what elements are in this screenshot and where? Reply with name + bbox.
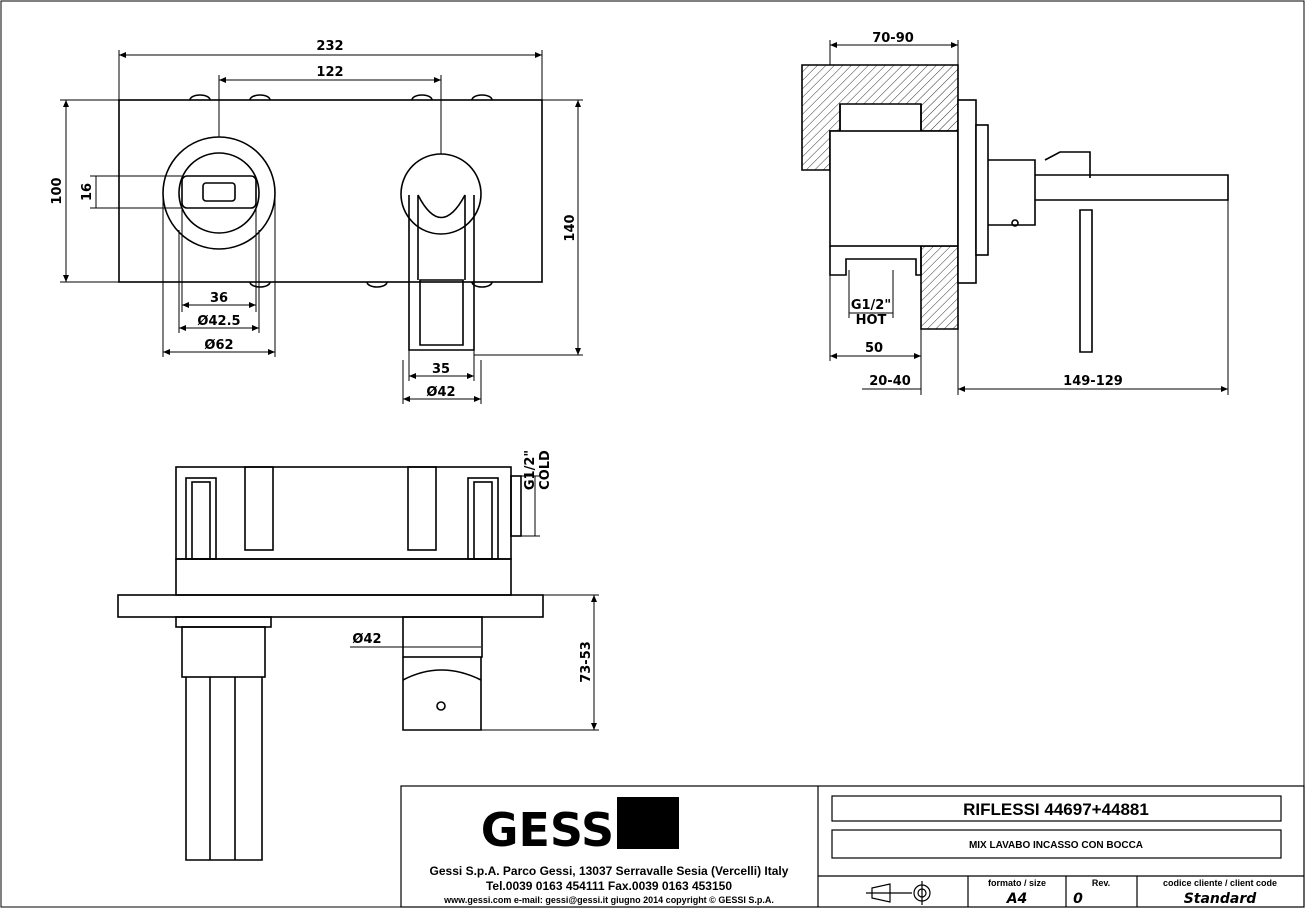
dim-20-40: 20-40 bbox=[869, 374, 911, 389]
side-view-labels: 70-90 G1/2" HOT 50 20-40 149-129 bbox=[851, 31, 1123, 389]
dim-122: 122 bbox=[316, 65, 343, 80]
front-view-dimensions bbox=[60, 50, 583, 404]
company-line: Gessi S.p.A. Parco Gessi, 13037 Serraval… bbox=[430, 864, 789, 878]
dim-g12-hot-b: HOT bbox=[856, 313, 887, 328]
dim-50: 50 bbox=[865, 341, 883, 356]
gessi-logo: GESSI bbox=[481, 803, 632, 857]
dim-top-42: Ø42 bbox=[352, 632, 381, 647]
dim-42: Ø42 bbox=[426, 385, 455, 400]
dim-232: 232 bbox=[316, 39, 343, 54]
rev-label: Rev. bbox=[1092, 878, 1110, 888]
rev-value: 0 bbox=[1073, 891, 1083, 907]
top-view bbox=[117, 466, 544, 861]
title-block-text: GESSI Gessi S.p.A. Parco Gessi, 13037 Se… bbox=[430, 800, 1277, 907]
front-plate bbox=[118, 99, 543, 283]
top-view-labels: G1/2" COLD Ø42 73-53 bbox=[352, 450, 594, 683]
web-line: www.gessi.com e-mail: gessi@gessi.it giu… bbox=[443, 895, 774, 905]
drawing-title: RIFLESSI 44697+44881 bbox=[963, 800, 1149, 819]
title-block bbox=[400, 785, 1305, 908]
dim-149-129: 149-129 bbox=[1063, 374, 1123, 389]
dim-g12-cold-b: COLD bbox=[538, 450, 553, 490]
format-label: formato / size bbox=[988, 878, 1046, 888]
side-view bbox=[801, 64, 1229, 353]
top-view-dimensions bbox=[350, 475, 599, 731]
side-view-dimensions bbox=[829, 40, 1229, 395]
dim-42-5: Ø42.5 bbox=[197, 314, 240, 329]
dim-100: 100 bbox=[50, 177, 65, 204]
dim-140: 140 bbox=[563, 214, 578, 241]
dim-36: 36 bbox=[210, 291, 228, 306]
logo-block bbox=[617, 797, 679, 849]
front-view-labels: 232 122 100 16 140 36 Ø42.5 Ø62 35 Ø42 bbox=[50, 39, 578, 400]
dim-16: 16 bbox=[80, 183, 95, 201]
dim-g12-cold-a: G1/2" bbox=[523, 450, 538, 490]
dim-70-90: 70-90 bbox=[872, 31, 914, 46]
dim-73-53: 73-53 bbox=[579, 641, 594, 683]
spout-rosette bbox=[400, 153, 482, 235]
drawing-subtitle: MIX LAVABO INCASSO CON BOCCA bbox=[969, 840, 1143, 851]
dim-g12-hot-a: G1/2" bbox=[851, 298, 891, 313]
format-value: A4 bbox=[1006, 891, 1028, 907]
dim-35: 35 bbox=[432, 362, 450, 377]
client-label: codice cliente / client code bbox=[1163, 878, 1277, 888]
dim-62: Ø62 bbox=[204, 338, 233, 353]
client-value: Standard bbox=[1184, 891, 1258, 907]
front-view bbox=[118, 94, 543, 351]
phone-line: Tel.0039 0163 454111 Fax.0039 0163 45315… bbox=[486, 879, 732, 893]
